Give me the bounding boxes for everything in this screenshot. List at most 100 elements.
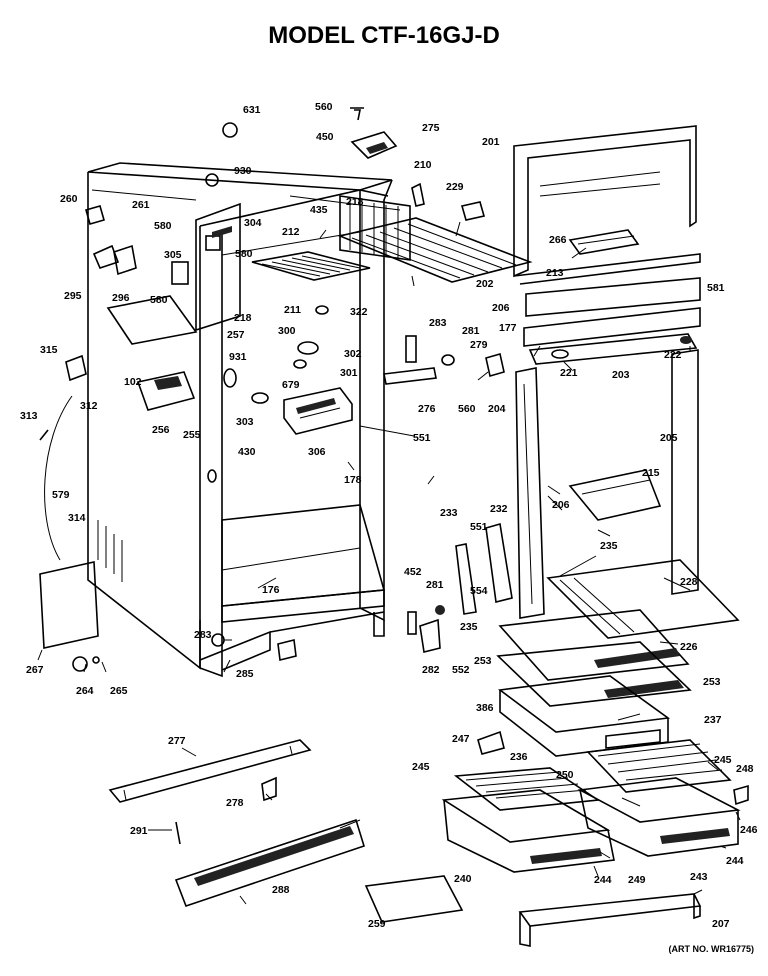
part-labels: 631 560 450 275 201 930 210 229 218 260 … (20, 101, 758, 930)
part-label: 102 (124, 376, 142, 388)
part-label: 679 (282, 379, 300, 391)
part-label: 177 (499, 322, 517, 334)
part-label: 579 (52, 489, 70, 501)
part-label: 229 (446, 181, 464, 193)
part-label: 302 (344, 348, 362, 360)
part-label: 248 (736, 763, 754, 775)
model-title: MODEL CTF-16GJ-D (268, 22, 500, 49)
top-hinge-cover (205, 107, 398, 187)
part-label: 580 (150, 294, 168, 306)
part-label: 222 (664, 349, 682, 361)
part-label: 237 (704, 714, 722, 726)
part-label: 260 (60, 193, 78, 205)
part-label: 277 (168, 735, 186, 747)
part-label: 283 (429, 317, 447, 329)
control-housing (171, 202, 241, 332)
part-label: 233 (440, 507, 458, 519)
part-label: 207 (712, 918, 730, 930)
part-label: 215 (642, 467, 660, 479)
part-label: 452 (404, 566, 422, 578)
part-label: 305 (164, 249, 182, 261)
part-label: 265 (110, 685, 128, 697)
left-side-parts (39, 205, 198, 561)
part-label: 218 (346, 196, 364, 208)
center-small-parts (211, 182, 749, 806)
freezer-shelf (251, 195, 533, 283)
part-label: 226 (680, 641, 698, 653)
part-label: 581 (707, 282, 725, 294)
part-label: 315 (40, 344, 58, 356)
part-label: 296 (112, 292, 130, 304)
part-label: 283 (194, 629, 212, 641)
part-label: 259 (368, 918, 386, 930)
part-label: 210 (414, 159, 432, 171)
part-label: 206 (492, 302, 510, 314)
part-label: 176 (262, 584, 280, 596)
door-gasket-frame (513, 125, 701, 285)
part-label: 204 (488, 403, 506, 415)
part-label: 266 (549, 234, 567, 246)
part-label: 213 (546, 267, 564, 279)
part-label: 206 (552, 499, 570, 511)
part-label: 253 (703, 676, 721, 688)
part-label: 255 (183, 429, 201, 441)
part-label: 240 (454, 873, 472, 885)
part-label: 551 (470, 521, 488, 533)
part-label: 560 (458, 403, 476, 415)
part-label: 244 (726, 855, 744, 867)
part-label: 312 (80, 400, 98, 412)
part-label: 291 (130, 825, 148, 837)
part-label: 313 (20, 410, 38, 422)
part-label: 249 (628, 874, 646, 886)
part-label: 322 (350, 306, 368, 318)
part-label: 257 (227, 329, 245, 341)
part-label: 931 (229, 351, 247, 363)
part-label: 267 (26, 664, 44, 676)
cabinet-shell (87, 162, 393, 678)
part-label: 314 (68, 512, 86, 524)
part-label: 430 (238, 446, 256, 458)
part-label: 281 (426, 579, 444, 591)
part-label: 235 (600, 540, 618, 552)
part-label: 560 (315, 101, 333, 113)
bottom-parts (39, 561, 464, 923)
leader-lines (37, 195, 741, 905)
part-label: 552 (452, 664, 470, 676)
part-label: 435 (310, 204, 328, 216)
part-label: 236 (510, 751, 528, 763)
part-label: 261 (132, 199, 150, 211)
part-label: 245 (714, 754, 732, 766)
part-label: 285 (236, 668, 254, 680)
part-label: 580 (154, 220, 172, 232)
part-label: 279 (470, 339, 488, 351)
part-label: 253 (474, 655, 492, 667)
part-label: 211 (284, 304, 301, 316)
part-label: 282 (422, 664, 440, 676)
door-shelf (496, 559, 740, 707)
door-rails (515, 277, 701, 619)
part-label: 631 (243, 104, 261, 116)
part-label: 281 (462, 325, 480, 337)
part-label: 580 (235, 248, 253, 260)
part-label: 221 (560, 367, 578, 379)
part-label: 300 (278, 325, 296, 337)
part-label: 275 (422, 122, 440, 134)
bottom-door-bar (518, 893, 702, 947)
part-label: 301 (340, 367, 358, 379)
part-label: 276 (418, 403, 436, 415)
part-label: 243 (690, 871, 708, 883)
crisper-covers (453, 739, 732, 811)
art-number: (ART NO. WR16775) (668, 944, 754, 954)
part-label: 178 (344, 474, 362, 486)
part-label: 250 (556, 769, 574, 781)
part-label: 228 (680, 576, 698, 588)
part-label: 278 (226, 797, 244, 809)
part-label: 235 (460, 621, 478, 633)
part-label: 295 (64, 290, 82, 302)
part-label: 244 (594, 874, 612, 886)
part-label: 246 (740, 824, 758, 836)
part-label: 930 (234, 165, 252, 177)
part-label: 205 (660, 432, 678, 444)
part-label: 232 (490, 503, 508, 515)
